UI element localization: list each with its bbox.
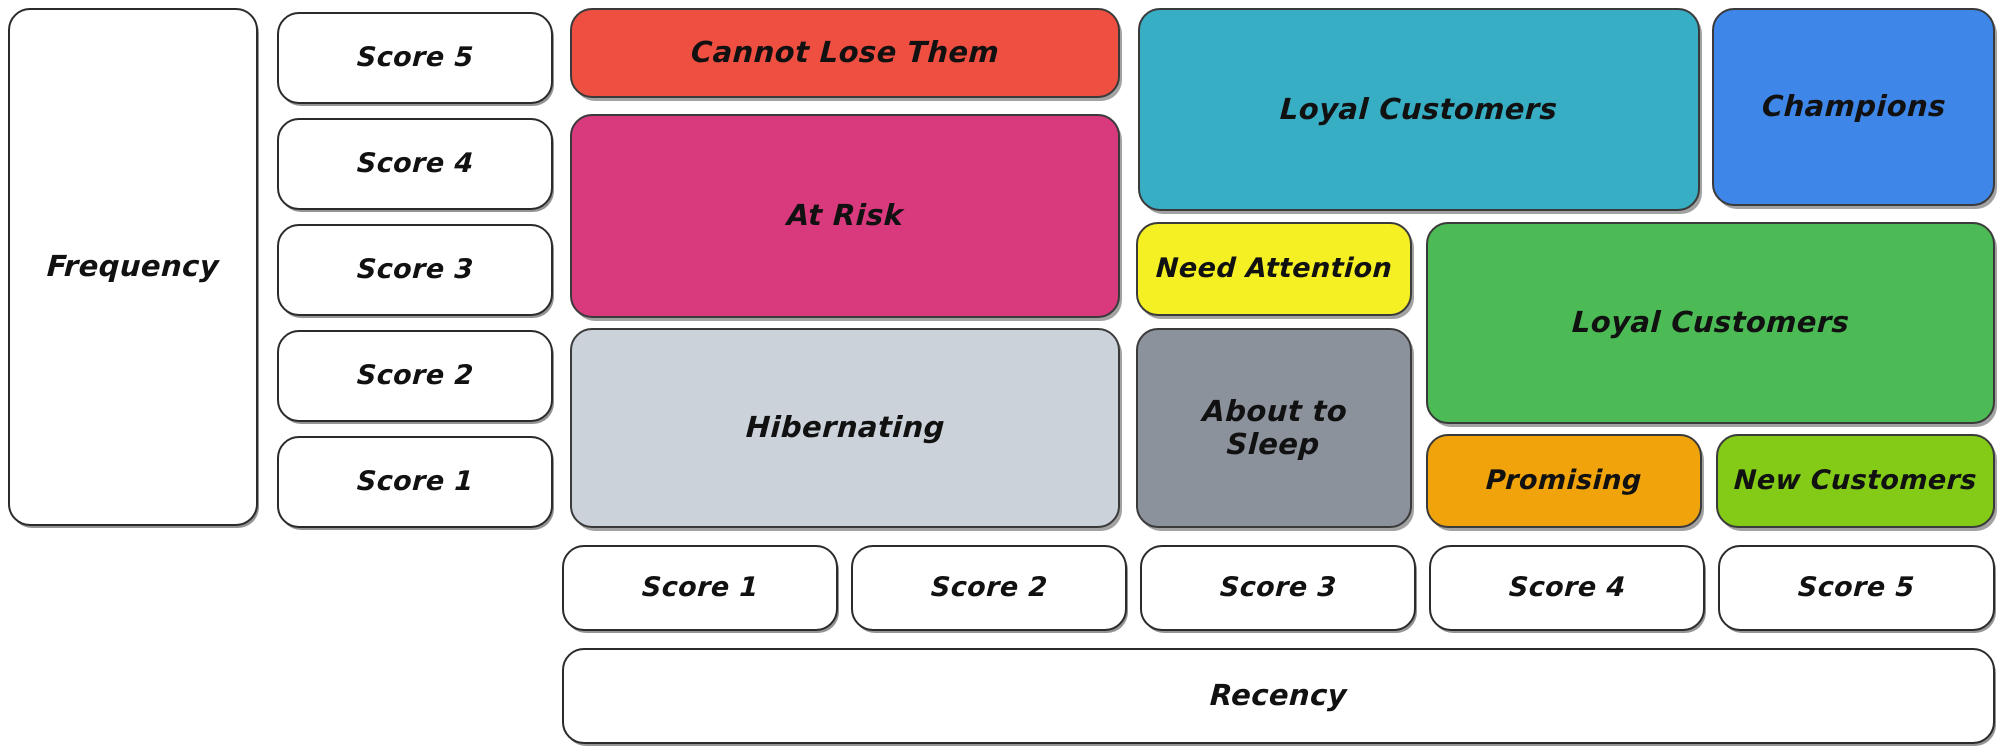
frequency-score-1[interactable]: Score 1 bbox=[277, 436, 553, 528]
segment-champions[interactable]: Champions bbox=[1712, 8, 1995, 206]
segment-hibernating[interactable]: Hibernating bbox=[570, 328, 1120, 528]
segment-loyal-customers-green-label: Loyal Customers bbox=[1570, 305, 1851, 340]
recency-axis-label: Recency bbox=[562, 648, 1995, 744]
recency-score-2[interactable]: Score 2 bbox=[851, 545, 1127, 631]
frequency-axis-label: Frequency bbox=[8, 8, 258, 526]
recency-score-5-label: Score 5 bbox=[1797, 572, 1916, 604]
segment-need-attention[interactable]: Need Attention bbox=[1136, 222, 1412, 316]
segment-about-to-sleep[interactable]: About to Sleep bbox=[1136, 328, 1412, 528]
recency-score-3-label: Score 3 bbox=[1218, 572, 1338, 604]
recency-score-4[interactable]: Score 4 bbox=[1429, 545, 1705, 631]
segment-need-attention-label: Need Attention bbox=[1155, 253, 1393, 285]
segment-loyal-customers-teal-label: Loyal Customers bbox=[1279, 91, 1559, 126]
frequency-score-2-label: Score 2 bbox=[355, 360, 475, 392]
frequency-score-1-label: Score 1 bbox=[355, 466, 475, 498]
segment-promising-label: Promising bbox=[1485, 465, 1643, 497]
frequency-score-3[interactable]: Score 3 bbox=[277, 224, 553, 316]
frequency-score-2[interactable]: Score 2 bbox=[277, 330, 553, 422]
segment-cannot-lose-them-label: Cannot Lose Them bbox=[690, 35, 1001, 70]
segment-promising[interactable]: Promising bbox=[1426, 434, 1702, 528]
segment-hibernating-label: Hibernating bbox=[744, 410, 946, 445]
frequency-score-5[interactable]: Score 5 bbox=[277, 12, 553, 104]
frequency-axis-text: Frequency bbox=[46, 249, 220, 284]
recency-score-5[interactable]: Score 5 bbox=[1718, 545, 1995, 631]
segment-champions-label: Champions bbox=[1760, 89, 1947, 124]
segment-about-to-sleep-label: About to Sleep bbox=[1201, 393, 1349, 461]
segment-new-customers[interactable]: New Customers bbox=[1716, 434, 1995, 528]
segment-cannot-lose-them[interactable]: Cannot Lose Them bbox=[570, 8, 1120, 98]
segment-at-risk-label: At Risk bbox=[785, 198, 905, 233]
frequency-score-4[interactable]: Score 4 bbox=[277, 118, 553, 210]
recency-score-1-label: Score 1 bbox=[640, 572, 760, 604]
recency-score-3[interactable]: Score 3 bbox=[1140, 545, 1416, 631]
recency-axis-text: Recency bbox=[1209, 678, 1348, 713]
recency-score-2-label: Score 2 bbox=[929, 572, 1049, 604]
recency-score-4-label: Score 4 bbox=[1507, 572, 1627, 604]
segment-at-risk[interactable]: At Risk bbox=[570, 114, 1120, 318]
frequency-score-5-label: Score 5 bbox=[355, 42, 475, 74]
frequency-score-3-label: Score 3 bbox=[355, 254, 475, 286]
segment-loyal-customers-green[interactable]: Loyal Customers bbox=[1426, 222, 1995, 424]
segment-loyal-customers-teal[interactable]: Loyal Customers bbox=[1138, 8, 1700, 211]
recency-score-1[interactable]: Score 1 bbox=[562, 545, 838, 631]
frequency-score-4-label: Score 4 bbox=[355, 148, 475, 180]
segment-new-customers-label: New Customers bbox=[1733, 465, 1978, 497]
